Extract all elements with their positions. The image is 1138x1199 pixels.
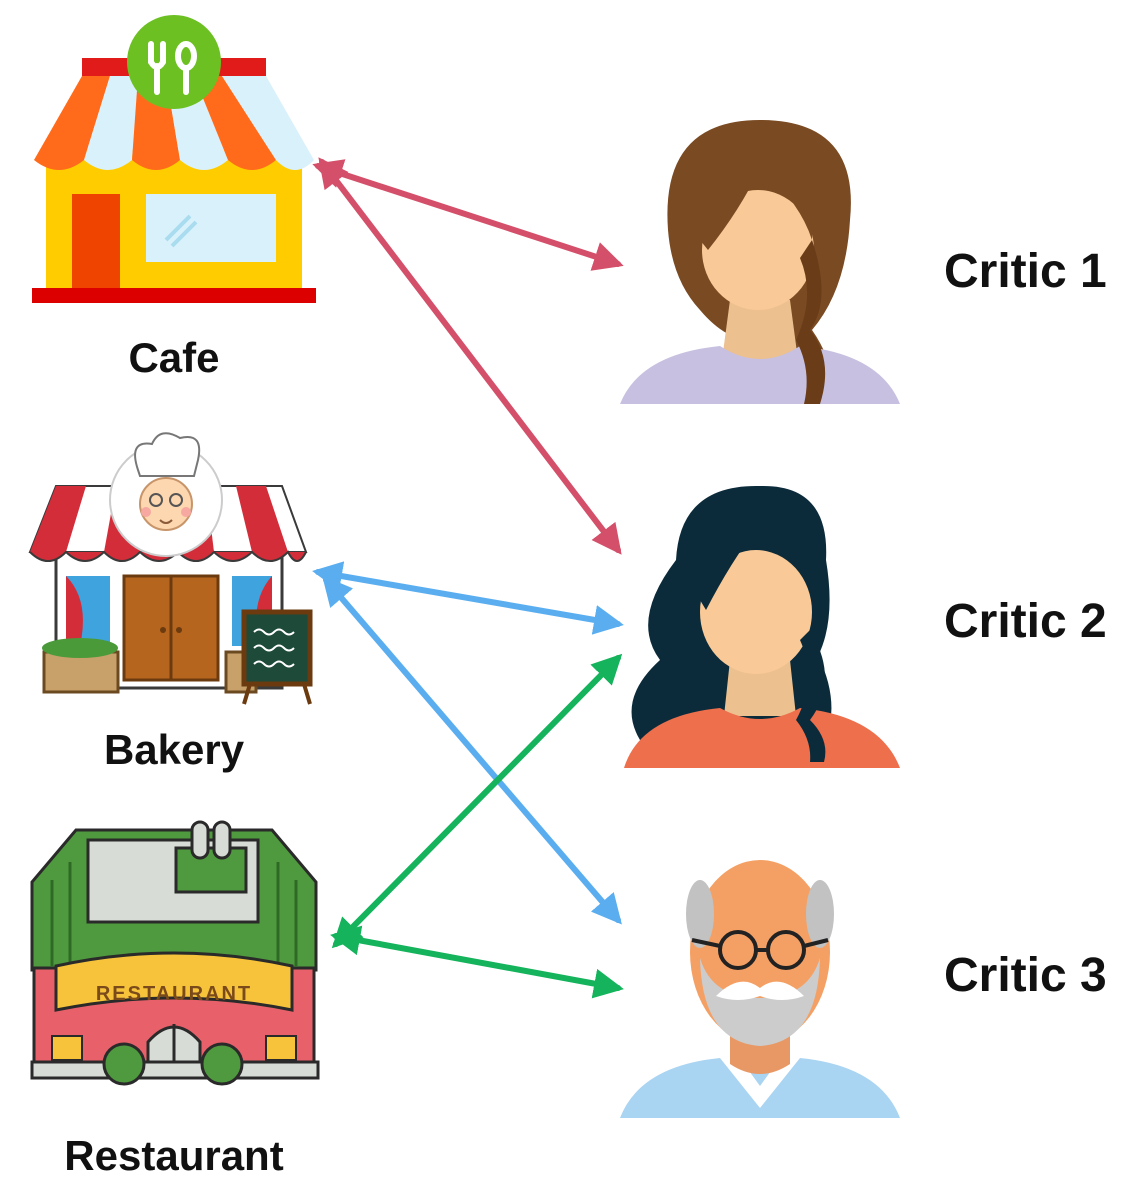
connections-layer bbox=[312, 157, 624, 999]
bakery-icon bbox=[28, 432, 313, 705]
bakery-label: Bakery bbox=[103, 726, 245, 773]
critic2-avatar bbox=[624, 485, 900, 768]
cafe-label: Cafe bbox=[128, 334, 220, 381]
restaurant-label: Restaurant bbox=[64, 1132, 284, 1179]
arrow-bakery-critic2 bbox=[312, 561, 624, 635]
arrow-cafe-critic2 bbox=[318, 157, 622, 555]
critic1-avatar bbox=[620, 120, 900, 404]
arrow-bakery-critic3 bbox=[322, 575, 622, 925]
cafe-icon bbox=[32, 15, 316, 303]
critic3-avatar bbox=[620, 860, 900, 1118]
critic2-label: Critic 2 bbox=[944, 595, 1107, 648]
critic3-label: Critic 3 bbox=[944, 949, 1107, 1002]
critic1-label: Critic 1 bbox=[944, 245, 1107, 298]
restaurant-icon: RESTAURANT bbox=[30, 820, 320, 1086]
arrow-restaurant-critic3 bbox=[330, 925, 624, 999]
restaurant-sign-text: RESTAURANT bbox=[96, 983, 252, 1005]
arrow-restaurant-critic2 bbox=[331, 653, 623, 949]
